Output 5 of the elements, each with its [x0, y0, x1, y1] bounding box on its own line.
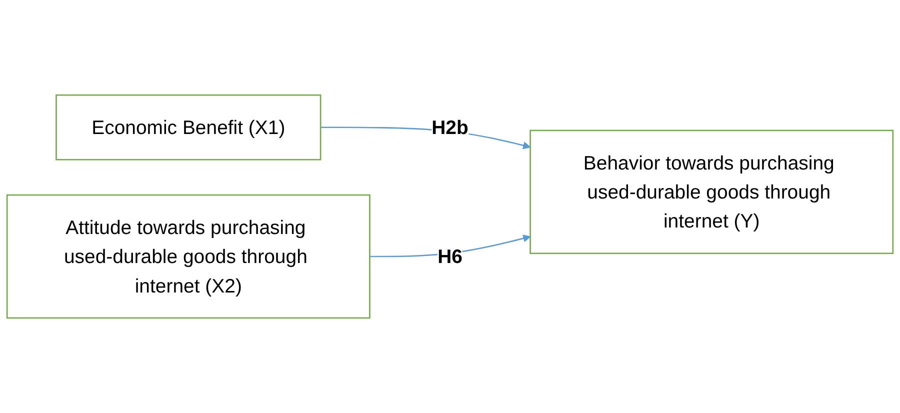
edge-label: H6 — [438, 245, 462, 268]
node-box: Economic Benefit (X1) — [56, 94, 322, 160]
node-box: Attitude towards purchasing used-durable goods through internet (X2) — [6, 194, 370, 319]
node-box: Behavior towards purchasing used-durable goods through internet (Y) — [530, 130, 894, 254]
edge-label: H2b — [432, 116, 468, 138]
